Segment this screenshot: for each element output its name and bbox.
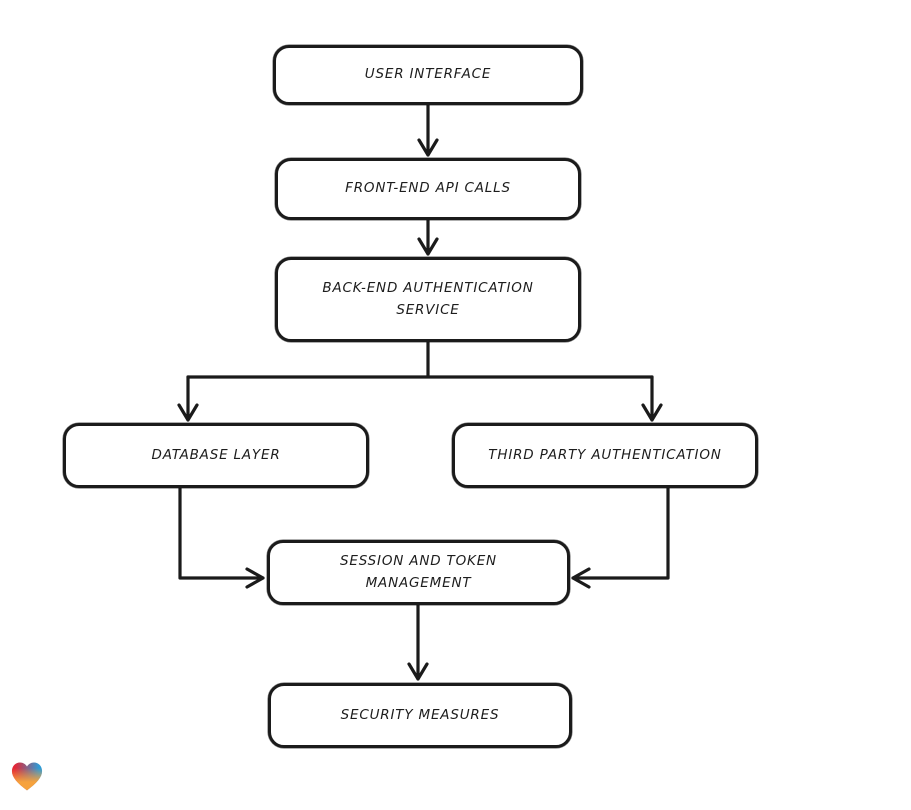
node-label: SECURITY MEASURES [340, 706, 500, 723]
edge-branch-to-thirdparty [641, 375, 663, 422]
node-label: SESSION AND TOKEN MANAGEMENT [340, 552, 497, 591]
heart-logo[interactable] [9, 757, 45, 795]
node-database-layer[interactable]: DATABASE LAYER [63, 423, 369, 488]
node-label: THIRD PARTY AUTHENTICATION [488, 446, 722, 463]
node-user-interface[interactable]: USER INTERFACE [273, 45, 583, 105]
node-session-and-token-management[interactable]: SESSION AND TOKEN MANAGEMENT [267, 540, 570, 605]
edge-frontend-to-backend [417, 218, 439, 256]
node-front-end-api-calls[interactable]: FRONT-END API CALLS [275, 158, 581, 220]
edge-database-to-session [178, 486, 265, 589]
node-label: FRONT-END API CALLS [345, 180, 511, 197]
edge-ui-to-frontend [417, 103, 439, 157]
node-back-end-authentication-service[interactable]: BACK-END AUTHENTICATION SERVICE [275, 257, 581, 342]
node-label: BACK-END AUTHENTICATION SERVICE [322, 279, 534, 318]
node-third-party-authentication[interactable]: THIRD PARTY AUTHENTICATION [452, 423, 758, 488]
edge-backend-branch [186, 340, 654, 379]
node-security-measures[interactable]: SECURITY MEASURES [268, 683, 572, 748]
edge-branch-to-database [177, 375, 199, 422]
edge-thirdparty-to-session [571, 486, 670, 589]
heart-shape-overlay [11, 762, 43, 791]
edge-session-to-security [407, 603, 429, 681]
node-label: DATABASE LAYER [151, 446, 281, 463]
node-label: USER INTERFACE [364, 66, 492, 83]
